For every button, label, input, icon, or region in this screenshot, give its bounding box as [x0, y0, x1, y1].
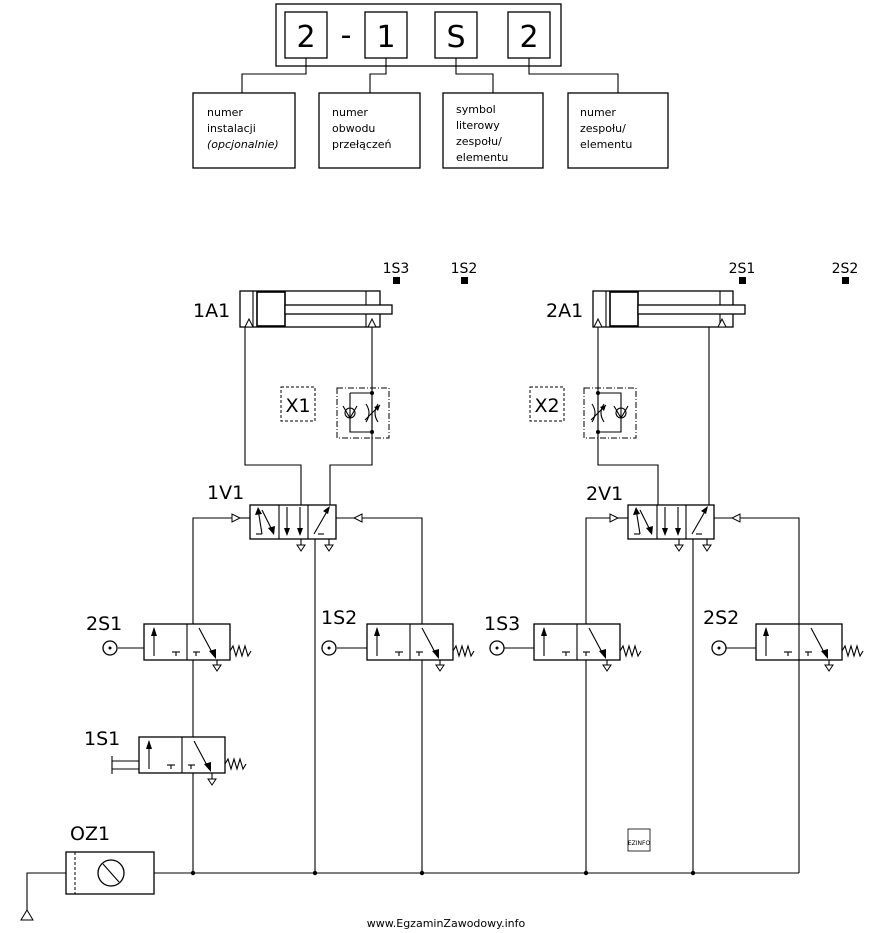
designation-code: 2 - 1 S 2: [275, 3, 562, 67]
svg-text:numer: numer: [580, 106, 616, 119]
marker-2s2-label: 2S2: [832, 261, 859, 277]
svg-text:EZINFO: EZINFO: [628, 840, 651, 847]
legend-box-symbol: symbol literowy zespołu/ elementu: [442, 92, 544, 169]
marker-1s3: [393, 277, 400, 284]
code-dash: -: [341, 18, 352, 53]
roller-valve-2s1: 2S1: [86, 613, 252, 672]
valve-2v1: 2V1: [586, 483, 741, 552]
code-part-3: S: [446, 20, 465, 55]
marker-1s3-label: 1S3: [383, 261, 410, 277]
svg-text:elementu: elementu: [580, 138, 632, 151]
svg-text:elementu: elementu: [456, 151, 508, 164]
svg-text:instalacji: instalacji: [207, 122, 256, 135]
svg-text:numer: numer: [332, 106, 368, 119]
roller-valve-1s2: 1S2: [321, 607, 475, 672]
marker-1s2-label: 1S2: [451, 261, 478, 277]
code-part-2: 1: [376, 20, 395, 55]
marker-2s1: [739, 277, 746, 284]
footer-url: www.EgzaminZawodowy.info: [367, 917, 526, 930]
legend-connectors: [241, 58, 619, 93]
cylinder-1a1: 1A1: [193, 290, 393, 328]
svg-text:1V1: 1V1: [207, 482, 244, 504]
svg-text:literowy: literowy: [456, 119, 500, 132]
svg-text:obwodu: obwodu: [332, 122, 375, 135]
flow-control-valve-2: [583, 387, 637, 439]
ez-info-logo: EZINFO: [627, 828, 651, 852]
legend-box-circuit: numer obwodu przełączeń: [318, 92, 421, 169]
flow-control-valve-1: [336, 387, 390, 439]
code-part-4: 2: [519, 20, 538, 55]
svg-text:zespołu/: zespołu/: [456, 135, 502, 148]
svg-text:(opcjonalnie): (opcjonalnie): [207, 138, 279, 151]
legend-box-installation: numer instalacji (opcjonalnie): [192, 92, 296, 169]
signal-lines: [154, 517, 800, 876]
svg-text:2S1: 2S1: [86, 613, 122, 635]
roller-valve-2s2: 2S2: [703, 607, 864, 672]
code-part-1: 2: [296, 20, 315, 55]
svg-text:symbol: symbol: [456, 103, 496, 116]
svg-text:1S2: 1S2: [321, 607, 357, 629]
legend-box-element: numer zespołu/ elementu: [567, 92, 669, 169]
svg-text:2A1: 2A1: [546, 300, 583, 322]
svg-text:zespołu/: zespołu/: [580, 122, 626, 135]
position-markers: 1S3 1S2 2S1 2S2: [383, 261, 859, 284]
svg-text:2V1: 2V1: [586, 483, 623, 505]
svg-text:1A1: 1A1: [193, 300, 230, 322]
svg-text:przełączeń: przełączeń: [332, 138, 392, 151]
svg-text:X2: X2: [534, 395, 559, 417]
svg-text:numer: numer: [207, 106, 243, 119]
svg-text:OZ1: OZ1: [70, 823, 110, 845]
pushbutton-valve-1s1: 1S1: [84, 728, 247, 786]
roller-valve-1s3: 1S3: [484, 613, 642, 672]
svg-text:1S1: 1S1: [84, 728, 120, 750]
x2-placeholder: X2: [529, 386, 565, 422]
marker-2s1-label: 2S1: [729, 261, 756, 277]
x1-placeholder: X1: [280, 386, 316, 422]
cylinder-2a1: 2A1: [546, 290, 746, 328]
svg-text:X1: X1: [285, 395, 310, 417]
svg-text:1S3: 1S3: [484, 613, 520, 635]
service-unit-oz1: OZ1: [20, 823, 155, 921]
svg-text:2S2: 2S2: [703, 607, 739, 629]
marker-2s2: [842, 277, 849, 284]
valve-1v1: 1V1: [207, 482, 363, 552]
marker-1s2: [461, 277, 468, 284]
